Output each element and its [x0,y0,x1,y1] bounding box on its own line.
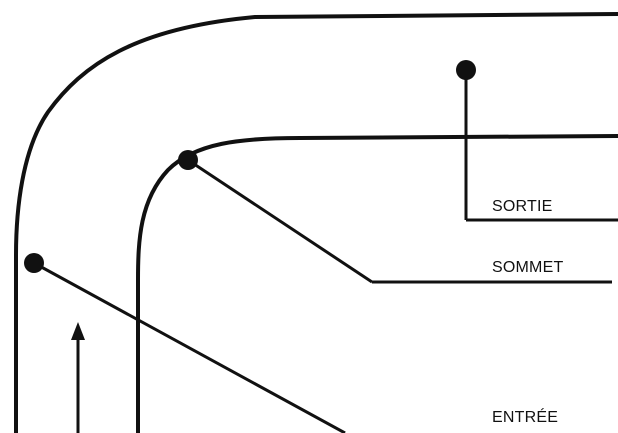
apex-point-marker [178,150,198,170]
entry-label: ENTRÉE [492,409,559,426]
entry-point-marker [24,253,44,273]
track-inner-edge [136,134,618,433]
exit-label: SORTIE [492,198,553,215]
apex-leader-diagonal [187,158,373,284]
apex-label: SOMMET [492,259,564,276]
exit-point-marker [456,60,476,80]
entry-leader-diagonal [33,261,346,433]
track-outer-edge [14,12,618,433]
up-arrow-icon [71,322,85,433]
